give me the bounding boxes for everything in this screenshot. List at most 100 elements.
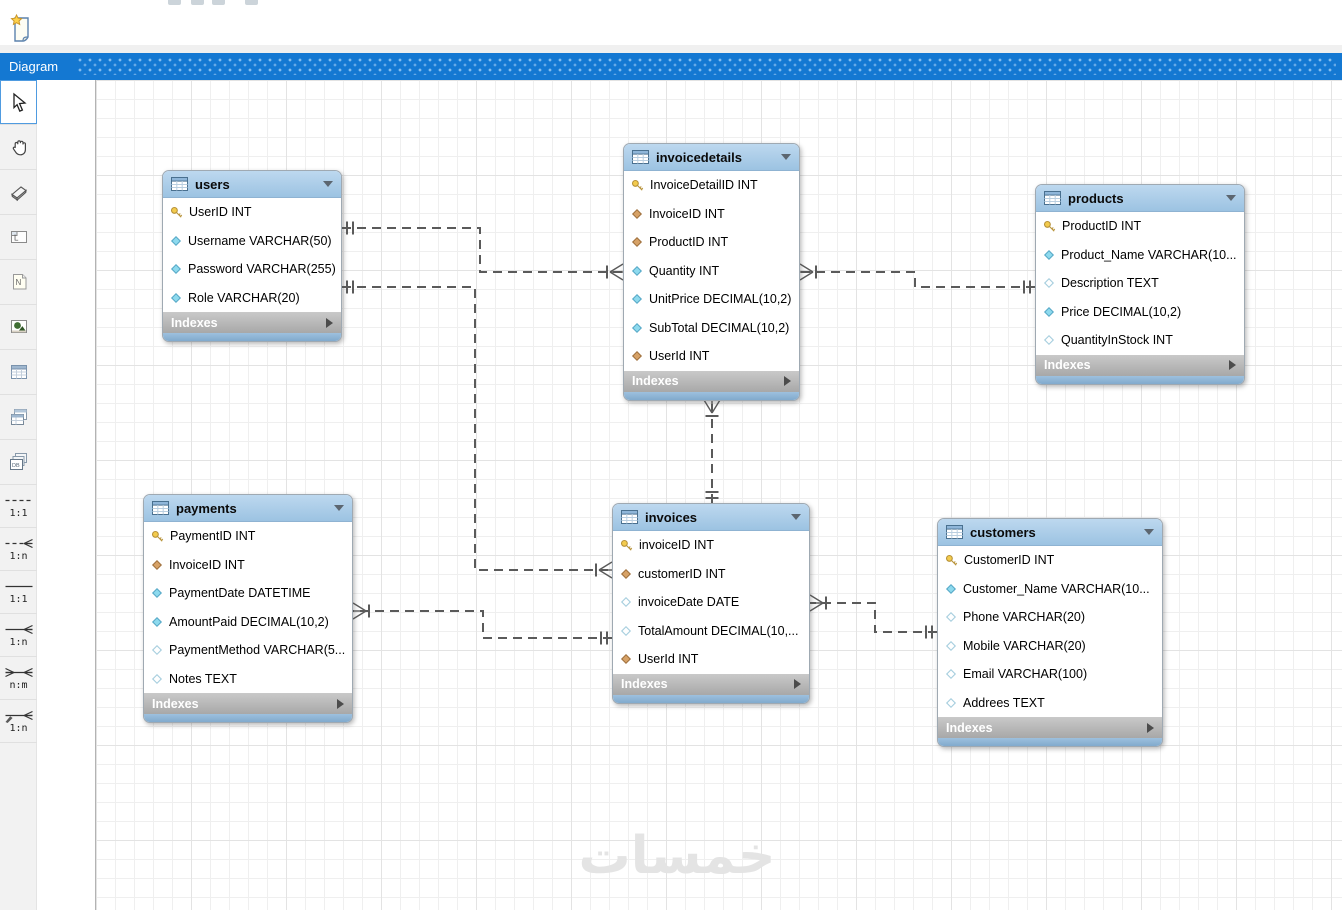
relationship-connector[interactable] bbox=[342, 286, 612, 571]
table-column-row[interactable]: Mobile VARCHAR(20) bbox=[938, 632, 1162, 661]
view-tool[interactable] bbox=[0, 395, 37, 440]
table-column-row[interactable]: Addrees TEXT bbox=[938, 689, 1162, 718]
table-column-row[interactable]: Role VARCHAR(20) bbox=[163, 284, 341, 313]
table-column-row[interactable]: ProductID INT bbox=[624, 228, 799, 257]
relationship-products-invoicedetails[interactable] bbox=[799, 263, 1035, 294]
new-diagram-icon[interactable] bbox=[7, 12, 37, 43]
indexes-section[interactable]: Indexes bbox=[613, 673, 809, 695]
relationship-connector[interactable] bbox=[342, 227, 623, 273]
table-tool[interactable] bbox=[0, 350, 37, 395]
table-column-row[interactable]: PaymentDate DATETIME bbox=[144, 579, 352, 608]
collapse-arrow-icon[interactable] bbox=[781, 154, 791, 160]
expand-indexes-icon[interactable] bbox=[1147, 722, 1154, 733]
table-column-row[interactable]: TotalAmount DECIMAL(10,... bbox=[613, 617, 809, 646]
image-tool[interactable] bbox=[0, 305, 37, 350]
rel-nm-identifying-tool[interactable]: n:m bbox=[0, 657, 37, 700]
table-column-row[interactable]: UserId INT bbox=[624, 342, 799, 371]
indexes-section[interactable]: Indexes bbox=[938, 717, 1162, 738]
hand-tool[interactable] bbox=[0, 125, 37, 170]
table-column-row[interactable]: Price DECIMAL(10,2) bbox=[1036, 298, 1244, 327]
table-column-row[interactable]: QuantityInStock INT bbox=[1036, 326, 1244, 355]
expand-indexes-icon[interactable] bbox=[326, 317, 333, 328]
table-column-row[interactable]: InvoiceID INT bbox=[624, 200, 799, 229]
indexes-section[interactable]: Indexes bbox=[144, 693, 352, 714]
table-column-row[interactable]: Username VARCHAR(50) bbox=[163, 227, 341, 256]
table-column-row[interactable]: CustomerID INT bbox=[938, 546, 1162, 575]
relationship-connector[interactable] bbox=[353, 610, 612, 639]
collapse-arrow-icon[interactable] bbox=[1144, 529, 1154, 535]
table-column-row[interactable]: ProductID INT bbox=[1036, 212, 1244, 241]
table-header[interactable]: invoicedetails bbox=[624, 144, 799, 171]
table-column-row[interactable]: SubTotal DECIMAL(10,2) bbox=[624, 314, 799, 343]
table-icon bbox=[10, 365, 27, 379]
relationship-customers-invoices[interactable] bbox=[809, 594, 937, 639]
relationship-connector[interactable] bbox=[800, 271, 1035, 288]
rel-1n-pick-tool[interactable]: 1:n bbox=[0, 700, 37, 743]
select-tool[interactable] bbox=[0, 80, 37, 125]
table-column-row[interactable]: UnitPrice DECIMAL(10,2) bbox=[624, 285, 799, 314]
column-label: ProductID INT bbox=[1062, 219, 1142, 234]
eraser-tool[interactable] bbox=[0, 170, 37, 215]
expand-indexes-icon[interactable] bbox=[337, 698, 344, 709]
table-column-row[interactable]: customerID INT bbox=[613, 560, 809, 589]
toolbar-divider bbox=[0, 45, 1342, 53]
column-label: Notes TEXT bbox=[169, 671, 237, 686]
relationship-invoices-payments[interactable] bbox=[352, 602, 612, 645]
table-column-row[interactable]: Product_Name VARCHAR(10... bbox=[1036, 241, 1244, 270]
top-strip bbox=[0, 0, 1342, 53]
relationship-users-invoices[interactable] bbox=[342, 280, 613, 579]
table-column-row[interactable]: Password VARCHAR(255) bbox=[163, 255, 341, 284]
table-column-row[interactable]: Customer_Name VARCHAR(10... bbox=[938, 575, 1162, 604]
table-column-row[interactable]: InvoiceDetailID INT bbox=[624, 171, 799, 200]
expand-indexes-icon[interactable] bbox=[1229, 360, 1236, 370]
table-column-row[interactable]: Notes TEXT bbox=[144, 665, 352, 694]
table-column-row[interactable]: Quantity INT bbox=[624, 257, 799, 286]
collapse-arrow-icon[interactable] bbox=[791, 514, 801, 520]
indexes-section[interactable]: Indexes bbox=[163, 312, 341, 333]
rel-11-non-identifying-tool[interactable]: 1:1 bbox=[0, 485, 37, 528]
table-column-row[interactable]: UserId INT bbox=[613, 645, 809, 674]
collapse-arrow-icon[interactable] bbox=[323, 181, 333, 187]
table-column-row[interactable]: UserID INT bbox=[163, 198, 341, 227]
table-column-row[interactable]: InvoiceID INT bbox=[144, 551, 352, 580]
table-column-row[interactable]: Email VARCHAR(100) bbox=[938, 660, 1162, 689]
diagram-title-bar[interactable]: Diagram bbox=[0, 53, 1342, 80]
column-label: InvoiceDetailID INT bbox=[650, 178, 758, 193]
relationship-users-invoicedetails[interactable] bbox=[342, 221, 624, 281]
collapse-arrow-icon[interactable] bbox=[1226, 195, 1236, 201]
table-column-row[interactable]: invoiceDate DATE bbox=[613, 588, 809, 617]
note-tool[interactable]: N bbox=[0, 260, 37, 305]
clipped-toolbar-icon bbox=[212, 0, 225, 5]
rel-1n-non-identifying-tool[interactable]: 1:n bbox=[0, 528, 37, 571]
indexes-section[interactable]: Indexes bbox=[624, 370, 799, 392]
layer-tool[interactable]: L bbox=[0, 215, 37, 260]
table-column-row[interactable]: invoiceID INT bbox=[613, 531, 809, 560]
expand-indexes-icon[interactable] bbox=[794, 679, 801, 689]
relationship-invoices-invoicedetails[interactable] bbox=[703, 399, 721, 503]
routine-group-tool[interactable]: DB bbox=[0, 440, 37, 485]
expand-indexes-icon[interactable] bbox=[784, 376, 791, 386]
relationship-connector[interactable] bbox=[810, 602, 937, 633]
table-column-row[interactable]: Description TEXT bbox=[1036, 269, 1244, 298]
table-header[interactable]: invoices bbox=[613, 504, 809, 531]
attribute-icon bbox=[1043, 249, 1055, 260]
table-header[interactable]: users bbox=[163, 171, 341, 198]
indexes-section[interactable]: Indexes bbox=[1036, 354, 1244, 376]
table-header[interactable]: customers bbox=[938, 519, 1162, 546]
table-header[interactable]: payments bbox=[144, 495, 352, 522]
rel-1n-identifying-tool[interactable]: 1:n bbox=[0, 614, 37, 657]
table-column-row[interactable]: PaymentID INT bbox=[144, 522, 352, 551]
table-column-row[interactable]: PaymentMethod VARCHAR(5... bbox=[144, 636, 352, 665]
table-column-row[interactable]: Phone VARCHAR(20) bbox=[938, 603, 1162, 632]
table-column-row[interactable]: AmountPaid DECIMAL(10,2) bbox=[144, 608, 352, 637]
collapse-arrow-icon[interactable] bbox=[334, 505, 344, 511]
table-header[interactable]: products bbox=[1036, 185, 1244, 212]
rel-11-identifying-tool[interactable]: 1:1 bbox=[0, 571, 37, 614]
